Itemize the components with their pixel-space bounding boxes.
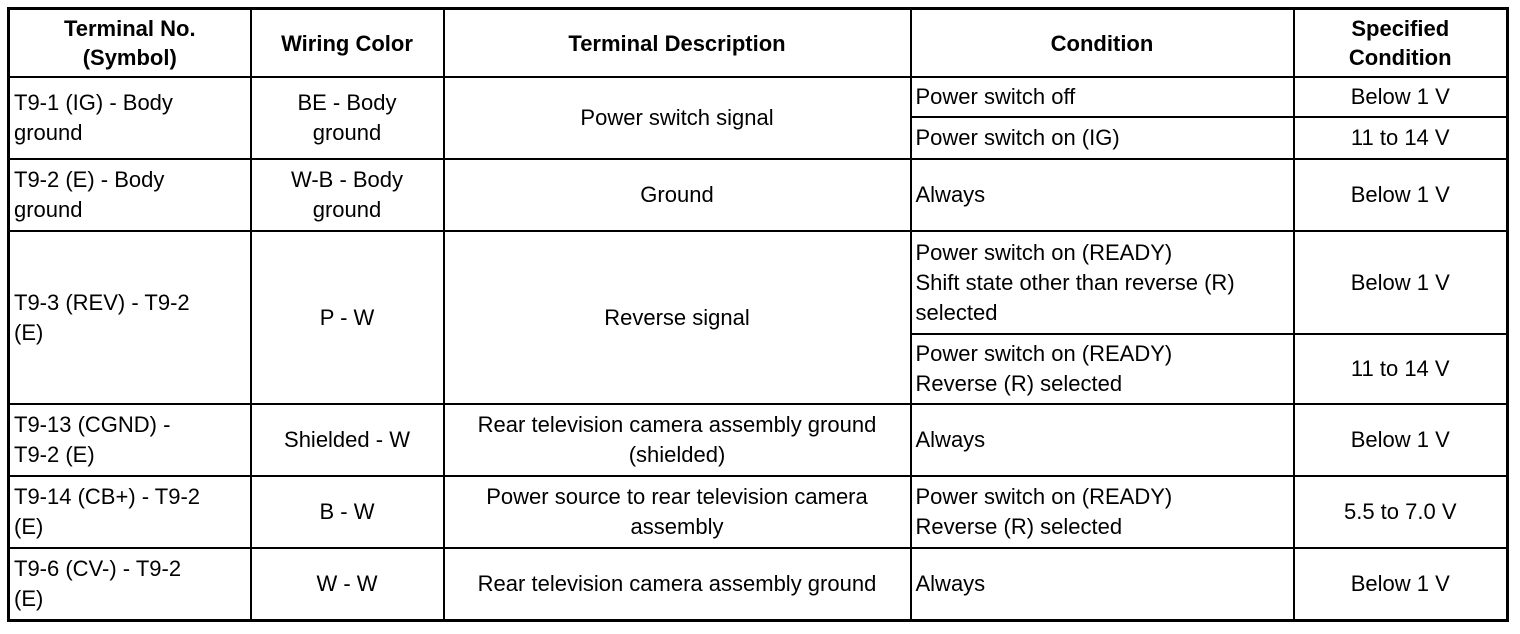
terminal-description-cell: Power source to rear television camera as…: [442, 475, 912, 549]
wiring-color-cell: W-B - Body ground: [249, 158, 445, 232]
header-condition: Condition: [909, 7, 1295, 78]
wiring-color-text: B - W: [319, 499, 375, 524]
description-text: Power source to rear television camera: [486, 484, 868, 509]
terminal-cell: T9-1 (IG) - Body ground: [7, 76, 252, 160]
terminal-description-cell: Ground: [442, 158, 912, 232]
specified-condition-cell: 11 to 14 V: [1292, 333, 1509, 405]
wiring-color-text: W - W: [316, 570, 378, 596]
terminal-text: (E): [14, 585, 44, 611]
condition-cell: Power switch on (READY) Reverse (R) selec…: [909, 333, 1295, 405]
terminal-cell: T9-13 (CGND) - T9-2 (E): [7, 403, 252, 477]
condition-text: Shift state other than reverse (R): [915, 269, 1235, 295]
wiring-color-text: Shielded - W: [284, 427, 410, 452]
condition-text: Always: [915, 182, 986, 207]
wiring-color-cell: W - W: [249, 547, 445, 621]
description-text: Reverse signal: [604, 304, 750, 330]
terminal-cell: T9-3 (REV) - T9-2 (E): [7, 230, 252, 405]
specified-condition-cell: 5.5 to 7.0 V: [1292, 475, 1509, 549]
terminal-text: T9-6 (CV-) - T9-2: [14, 555, 182, 581]
header-terminal-line: (Symbol): [82, 45, 177, 70]
condition-text: Power switch on (IG): [915, 125, 1120, 150]
description-text: Power switch signal: [580, 105, 774, 130]
description-text: Rear television camera assembly ground: [477, 570, 877, 596]
condition-text: Power switch on (READY): [915, 239, 1173, 265]
terminal-text: (E): [14, 319, 44, 345]
terminal-text: T9-2 (E) - Body: [14, 167, 165, 192]
header-terminal-line: Terminal No.: [63, 16, 196, 41]
condition-text: Reverse (R) selected: [915, 371, 1123, 396]
table-row: Power switch on (IG) 11 to 14 V: [9, 116, 1509, 160]
description-text: assembly: [630, 514, 724, 539]
terminal-text: T9-14 (CB+) - T9-2: [14, 484, 201, 509]
condition-cell: Always: [909, 158, 1295, 232]
terminal-cell: T9-2 (E) - Body ground: [7, 158, 252, 232]
wiring-color-text: W-B - Body: [290, 167, 404, 192]
condition-text: Power switch on (READY): [915, 484, 1173, 509]
header-terminal-description: Terminal Description: [442, 7, 912, 78]
terminal-cell: T9-6 (CV-) - T9-2 (E): [7, 547, 252, 621]
condition-text: Power switch off: [915, 84, 1076, 109]
specified-condition-cell: 11 to 14 V: [1292, 116, 1509, 160]
terminal-text: T9-2 (E): [14, 442, 95, 467]
terminal-text: ground: [14, 120, 83, 145]
wiring-color-text: P - W: [319, 304, 375, 330]
condition-text: Always: [915, 570, 986, 596]
header-specified-line: Condition: [1348, 45, 1452, 70]
header-terminal: Terminal No. (Symbol): [7, 7, 252, 78]
condition-cell: Power switch on (IG): [909, 116, 1295, 160]
condition-text: Always: [915, 427, 986, 452]
specified-condition-cell: Below 1 V: [1292, 403, 1509, 477]
specified-condition-cell: Below 1 V: [1292, 230, 1509, 335]
terminal-cell: T9-14 (CB+) - T9-2 (E): [7, 475, 252, 549]
terminal-description-cell: Rear television camera assembly ground: [442, 547, 912, 621]
wiring-color-cell: BE - Body ground: [249, 76, 445, 160]
terminal-description-cell: Rear television camera assembly ground (s…: [442, 403, 912, 477]
table-row: T9-14 (CB+) - T9-2 (E) B - W Power source t…: [7, 475, 1509, 549]
wiring-color-text: ground: [312, 120, 382, 145]
header-specified-line: Specified: [1351, 16, 1450, 41]
specified-condition-cell: Below 1 V: [1292, 547, 1509, 621]
condition-text: selected: [915, 299, 998, 325]
condition-cell: Power switch off: [909, 76, 1295, 118]
wiring-color-text: ground: [312, 197, 382, 222]
terminal-description-cell: Power switch signal: [442, 76, 912, 160]
header-row: Terminal No. (Symbol) Wiring Color Termi…: [7, 7, 1509, 78]
specified-condition-cell: Below 1 V: [1292, 158, 1509, 232]
terminal-text: ground: [14, 197, 83, 222]
condition-cell: Power switch on (READY) Shift state other…: [909, 230, 1295, 335]
condition-text: Power switch on (READY): [915, 341, 1173, 366]
terminal-table-container: Terminal No. (Symbol) Wiring Color Termi…: [7, 7, 1509, 622]
condition-cell: Always: [909, 403, 1295, 477]
specified-condition-cell: Below 1 V: [1292, 76, 1509, 118]
condition-text: Reverse (R) selected: [915, 514, 1123, 539]
terminal-text: T9-1 (IG) - Body: [14, 90, 173, 115]
condition-cell: Power switch on (READY) Reverse (R) selec…: [909, 475, 1295, 549]
wiring-color-cell: Shielded - W: [249, 403, 445, 477]
description-text: Rear television camera assembly ground: [477, 412, 877, 437]
condition-cell: Always: [909, 547, 1295, 621]
terminal-description-cell: Reverse signal: [442, 230, 912, 405]
terminal-text: T9-3 (REV) - T9-2: [14, 289, 190, 315]
terminal-spec-table: Terminal No. (Symbol) Wiring Color Termi…: [7, 7, 1509, 622]
terminal-text: T9-13 (CGND) -: [14, 412, 171, 437]
description-text: Ground: [640, 182, 714, 207]
header-specified-condition: Specified Condition: [1292, 7, 1509, 78]
wiring-color-cell: P - W: [249, 230, 445, 405]
description-text: (shielded): [628, 442, 726, 467]
terminal-text: (E): [14, 514, 44, 539]
header-wiring-color: Wiring Color: [249, 7, 445, 78]
table-row: T9-13 (CGND) - T9-2 (E) Shielded - W Rear t…: [7, 403, 1509, 477]
wiring-color-cell: B - W: [249, 475, 445, 549]
table-row: T9-6 (CV-) - T9-2 (E) W - W Rear television…: [7, 547, 1509, 621]
wiring-color-text: BE - Body: [297, 90, 397, 115]
table-row: Power switch on (READY) Reverse (R) selec…: [9, 333, 1509, 405]
table-row: T9-2 (E) - Body ground W-B - Body ground Gro…: [7, 158, 1509, 232]
